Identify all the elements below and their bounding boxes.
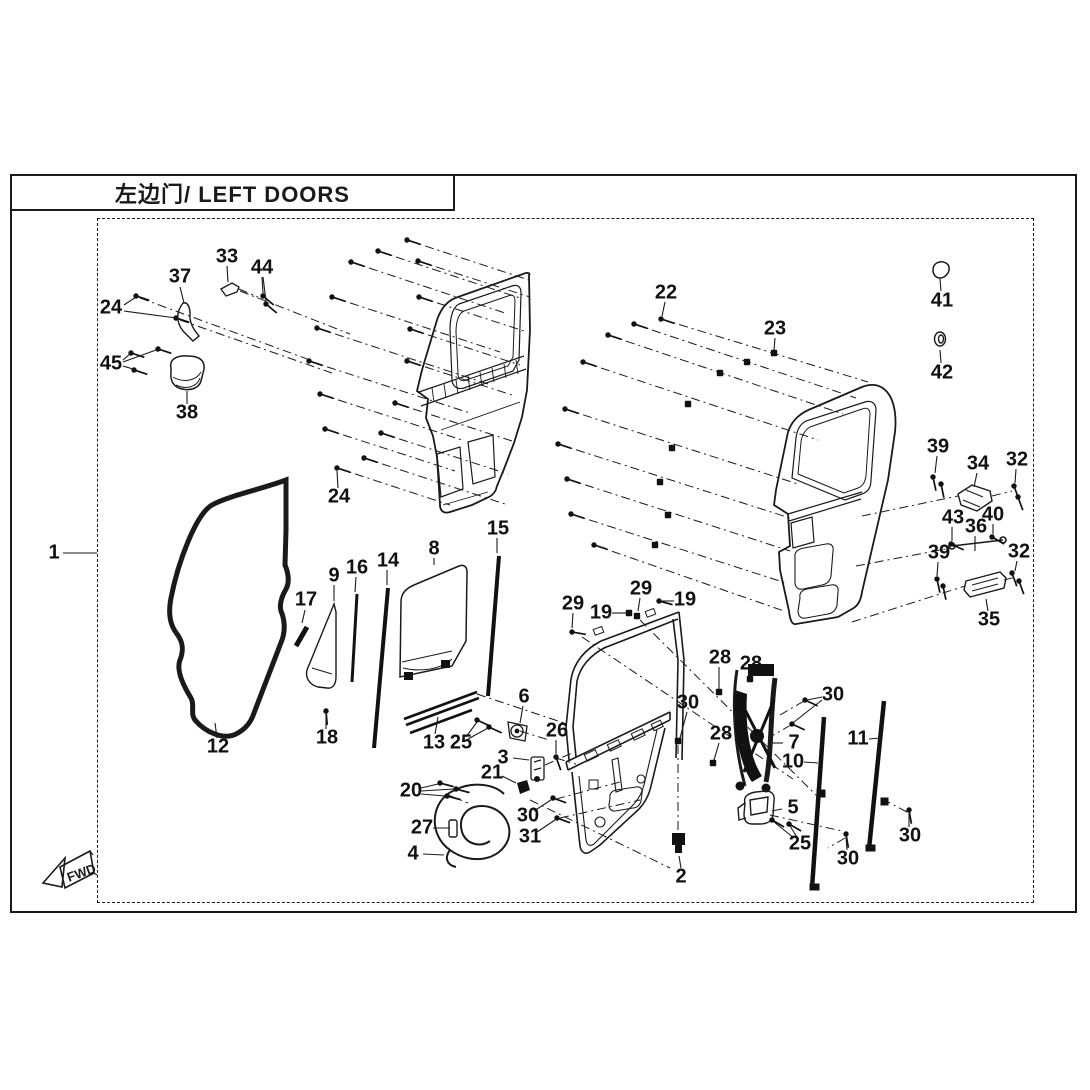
part-callout-37-2: 37 — [168, 265, 192, 288]
part-callout-21-34: 21 — [480, 761, 504, 784]
cable-pulley — [508, 722, 527, 741]
cap-plug — [933, 262, 949, 278]
part-callout-16-24: 16 — [345, 556, 369, 579]
part-callout-25-30: 25 — [449, 731, 473, 754]
door-latch — [531, 757, 544, 782]
rear-window-frame — [566, 608, 684, 760]
part-callout-7-49: 7 — [788, 731, 800, 754]
grommet — [935, 332, 946, 346]
part-callout-45-5: 45 — [99, 352, 123, 375]
part-callout-43-15: 43 — [941, 506, 965, 529]
part-callout-8-26: 8 — [428, 537, 440, 560]
part-callout-19-44: 19 — [673, 588, 697, 611]
upper-hinge — [958, 485, 1012, 511]
rear-door-inner-frame — [566, 712, 670, 853]
glass-run-strips — [296, 556, 888, 890]
rear-door-shell — [774, 385, 896, 624]
part-callout-29-41: 29 — [561, 592, 585, 615]
door-seal — [170, 480, 289, 736]
part-callout-28-46: 28 — [739, 652, 763, 675]
title-box: 左边门/ LEFT DOORS — [10, 174, 455, 211]
fwd-indicator: FWD — [38, 842, 102, 894]
part-callout-29-43: 29 — [629, 577, 653, 600]
part-callout-30-56: 30 — [898, 824, 922, 847]
part-callout-30-55: 30 — [836, 847, 860, 870]
part-callout-39-18: 39 — [927, 541, 951, 564]
part-callout-31-39: 31 — [518, 825, 542, 848]
door-handle — [738, 791, 774, 824]
quarter-glass — [307, 604, 336, 688]
part-callout-35-20: 35 — [977, 608, 1001, 631]
part-callout-9-23: 9 — [328, 564, 340, 587]
part-callout-41-10: 41 — [930, 289, 954, 312]
part-callout-39-12: 39 — [926, 435, 950, 458]
part-callout-33-3: 33 — [215, 245, 239, 268]
part-callout-36-16: 36 — [964, 515, 988, 538]
part-callout-1-0: 1 — [48, 541, 60, 564]
part-callout-6-31: 6 — [518, 685, 530, 708]
mirror-housing — [171, 356, 204, 390]
door-glass — [400, 565, 467, 680]
part-callout-3-33: 3 — [497, 746, 509, 769]
part-callout-28-45: 28 — [708, 646, 732, 669]
part-callout-13-29: 13 — [422, 731, 446, 754]
part-callout-22-8: 22 — [654, 281, 678, 304]
part-callout-30-38: 30 — [516, 804, 540, 827]
part-callout-4-37: 4 — [407, 842, 419, 865]
part-callout-5-53: 5 — [787, 796, 799, 819]
part-callout-2-40: 2 — [675, 865, 687, 888]
part-callout-44-4: 44 — [250, 256, 274, 279]
part-callout-23-9: 23 — [763, 317, 787, 340]
part-callout-30-47: 30 — [676, 691, 700, 714]
hinge-bracket-small — [221, 283, 258, 297]
fwd-arrow-icon: FWD — [41, 849, 98, 890]
latch-clip — [517, 780, 530, 794]
part-callout-30-52: 30 — [821, 683, 845, 706]
part-callout-11-51: 11 — [847, 727, 869, 750]
callout-leader-lines — [63, 266, 1017, 868]
part-callout-17-22: 17 — [294, 588, 318, 611]
window-regulator — [734, 664, 775, 793]
part-callout-32-19: 32 — [1007, 540, 1031, 563]
part-callout-14-25: 14 — [376, 549, 400, 572]
part-callout-10-50: 10 — [781, 750, 805, 773]
diagram-frame — [97, 218, 1034, 903]
door-striker — [964, 572, 1016, 597]
fwd-label: FWD — [65, 861, 98, 885]
part-callout-26-32: 26 — [545, 719, 569, 742]
part-callout-28-48: 28 — [709, 722, 733, 745]
front-door-shell — [417, 273, 530, 513]
part-callout-18-28: 18 — [315, 726, 339, 749]
part-callout-34-13: 34 — [966, 452, 990, 475]
part-callout-20-35: 20 — [399, 779, 423, 802]
assembly-lines — [140, 240, 965, 868]
part-callout-25-54: 25 — [788, 832, 812, 855]
part-callout-27-36: 27 — [410, 816, 434, 839]
part-callout-12-21: 12 — [206, 735, 230, 758]
lower-bracket — [672, 833, 685, 853]
page-border — [10, 174, 1077, 913]
page-title: 左边门/ LEFT DOORS — [114, 181, 350, 207]
part-callout-15-27: 15 — [486, 517, 510, 540]
part-callout-19-42: 19 — [589, 601, 613, 624]
release-cable — [435, 785, 510, 867]
part-callout-24-1: 24 — [99, 296, 123, 319]
part-callout-38-6: 38 — [175, 401, 199, 424]
part-callout-42-11: 42 — [930, 361, 954, 384]
part-callout-24-7: 24 — [327, 485, 351, 508]
part-callout-32-14: 32 — [1005, 448, 1029, 471]
part-callout-40-17: 40 — [981, 503, 1005, 526]
